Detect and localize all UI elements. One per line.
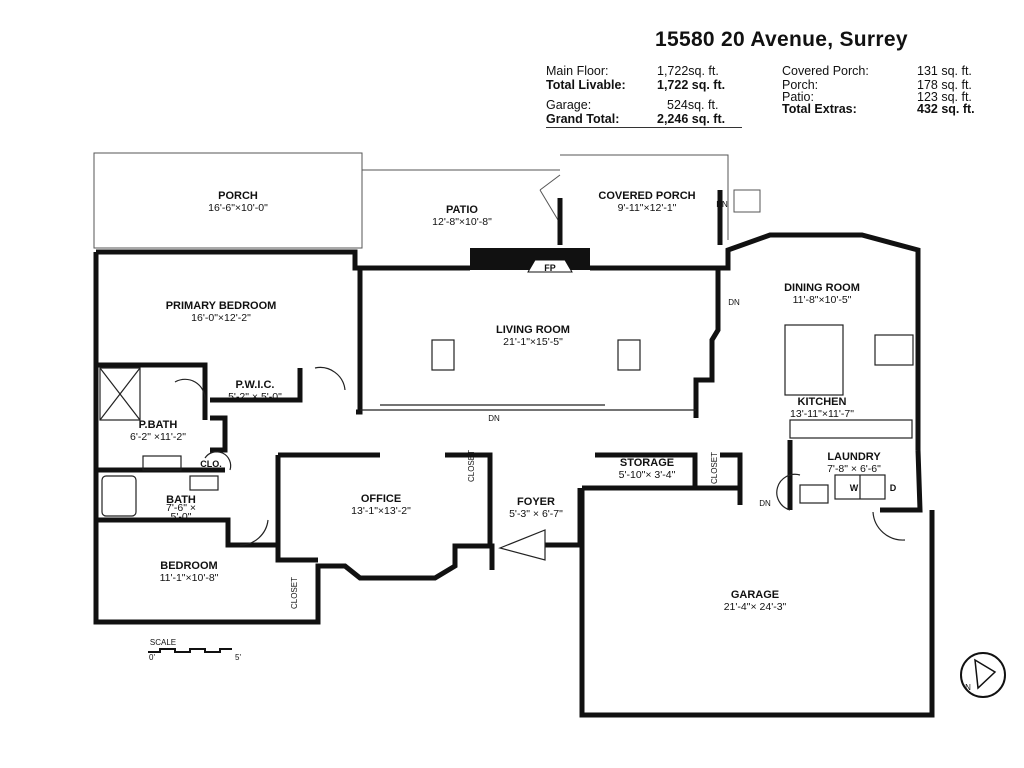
svg-text:BEDROOM: BEDROOM — [160, 560, 217, 572]
stairs-down-porch: DN — [716, 200, 728, 209]
svg-text:PATIO: PATIO — [446, 204, 478, 216]
area-summary-left: Main Floor:1,722sq. ft. Total Livable:1,… — [546, 64, 746, 126]
room-bath: BATH 7'-6" × 5'-0" — [166, 494, 196, 523]
room-porch: PORCH 16'-6"×10'-0" — [208, 190, 268, 214]
washer-label: W — [850, 483, 859, 493]
svg-text:6'-2" ×11'-2": 6'-2" ×11'-2" — [130, 431, 186, 443]
svg-text:21'-4"× 24'-3": 21'-4"× 24'-3" — [724, 601, 787, 613]
closet-label-bedroom: CLOSET — [290, 577, 299, 609]
area-row-garage: Garage:524sq. ft. — [546, 98, 719, 112]
svg-text:5'-10"× 3'-4": 5'-10"× 3'-4" — [619, 469, 676, 481]
property-address: 15580 20 Avenue, Surrey — [655, 28, 908, 51]
area-row-total-extras: Total Extras:432 sq. ft. — [782, 102, 975, 116]
svg-text:OFFICE: OFFICE — [361, 493, 401, 505]
svg-text:PORCH: PORCH — [218, 190, 258, 202]
area-row-grand-total: Grand Total:2,246 sq. ft. — [546, 112, 726, 126]
stairs-down-dining: DN — [728, 298, 740, 307]
svg-text:13'-11"×11'-7": 13'-11"×11'-7" — [790, 408, 854, 420]
svg-text:FOYER: FOYER — [517, 496, 555, 508]
area-row-patio: Patio:123 sq. ft. — [782, 90, 972, 104]
svg-text:STORAGE: STORAGE — [620, 457, 674, 469]
stairs-down-living: DN — [488, 414, 500, 423]
room-covered-porch: COVERED PORCH 9'-11"×12'-1" — [598, 190, 695, 214]
svg-text:KITCHEN: KITCHEN — [798, 396, 847, 408]
svg-text:DINING ROOM: DINING ROOM — [784, 282, 860, 294]
svg-text:5'-0": 5'-0" — [171, 511, 192, 523]
room-living-room: LIVING ROOM 21'-1"×15'-5" — [496, 324, 570, 348]
svg-text:GARAGE: GARAGE — [731, 589, 779, 601]
svg-text:LIVING ROOM: LIVING ROOM — [496, 324, 570, 336]
svg-text:16'-0"×12'-2": 16'-0"×12'-2" — [191, 312, 251, 324]
stairs-down-garage: DN — [759, 499, 771, 508]
room-office: OFFICE 13'-1"×13'-2" — [351, 493, 411, 517]
area-summary-right: Covered Porch:131 sq. ft. Porch:178 sq. … — [782, 64, 992, 116]
svg-text:21'-1"×15'-5": 21'-1"×15'-5" — [503, 336, 563, 348]
room-patio: PATIO 12'-8"×10'-8" — [432, 204, 492, 228]
compass-icon: N — [960, 652, 1006, 698]
svg-text:12'-8"×10'-8": 12'-8"×10'-8" — [432, 216, 492, 228]
svg-text:5'-3" × 6'-7": 5'-3" × 6'-7" — [509, 508, 563, 520]
svg-text:11'-1"×10'-8": 11'-1"×10'-8" — [160, 572, 219, 584]
svg-text:P.W.I.C.: P.W.I.C. — [236, 379, 275, 391]
svg-text:7'-6" ×: 7'-6" × — [166, 502, 196, 514]
dryer-label: D — [890, 483, 897, 493]
area-row-covered-porch: Covered Porch:131 sq. ft. — [782, 64, 972, 78]
svg-text:9'-11"×12'-1": 9'-11"×12'-1" — [618, 202, 677, 214]
room-bedroom: BEDROOM 11'-1"×10'-8" — [160, 560, 219, 584]
svg-text:0': 0' — [149, 653, 155, 662]
fireplace — [470, 248, 590, 270]
summary-divider — [546, 127, 742, 128]
room-laundry: LAUNDRY 7'-8" × 6'-6" — [827, 451, 881, 475]
room-kitchen: KITCHEN 13'-11"×11'-7" — [790, 396, 854, 420]
room-pbath: P.BATH 6'-2" ×11'-2" — [130, 419, 186, 443]
svg-text:SCALE: SCALE — [150, 638, 176, 647]
svg-text:5'-2" × 5'-0": 5'-2" × 5'-0" — [228, 391, 282, 403]
closet-label-office: CLOSET — [467, 450, 476, 482]
covered-porch-outline — [560, 154, 729, 240]
area-row-total-livable: Total Livable:1,722 sq. ft. — [546, 78, 726, 92]
svg-text:16'-6"×10'-0": 16'-6"×10'-0" — [208, 202, 268, 214]
room-foyer: FOYER 5'-3" × 6'-7" — [509, 496, 563, 520]
scale-bar: SCALE 0' 5' — [148, 638, 241, 662]
room-dining-room: DINING ROOM 11'-8"×10'-5" — [784, 282, 860, 306]
room-pwic: P.W.I.C. 5'-2" × 5'-0" — [228, 379, 282, 403]
room-primary-bedroom: PRIMARY BEDROOM 16'-0"×12'-2" — [166, 300, 277, 324]
area-row-porch: Porch:178 sq. ft. — [782, 78, 972, 92]
area-row-main-floor: Main Floor:1,722sq. ft. — [546, 64, 719, 78]
svg-text:5': 5' — [235, 653, 241, 662]
svg-text:BATH: BATH — [166, 494, 196, 506]
svg-text:COVERED PORCH: COVERED PORCH — [598, 190, 695, 202]
room-storage: STORAGE 5'-10"× 3'-4" — [619, 457, 676, 481]
closet-label-foyer: CLOSET — [710, 452, 719, 484]
svg-text:7'-8" × 6'-6": 7'-8" × 6'-6" — [827, 463, 881, 475]
closet-label-clo: CLO. — [200, 459, 222, 469]
svg-text:PRIMARY BEDROOM: PRIMARY BEDROOM — [166, 300, 277, 312]
svg-text:LAUNDRY: LAUNDRY — [827, 451, 881, 463]
room-garage: GARAGE 21'-4"× 24'-3" — [724, 589, 787, 613]
svg-text:13'-1"×13'-2": 13'-1"×13'-2" — [351, 505, 411, 517]
svg-text:P.BATH: P.BATH — [139, 419, 178, 431]
svg-text:11'-8"×10'-5": 11'-8"×10'-5" — [793, 294, 852, 306]
porch-outline — [93, 152, 363, 249]
svg-text:N: N — [965, 683, 971, 692]
fireplace-label: FP — [544, 263, 556, 273]
